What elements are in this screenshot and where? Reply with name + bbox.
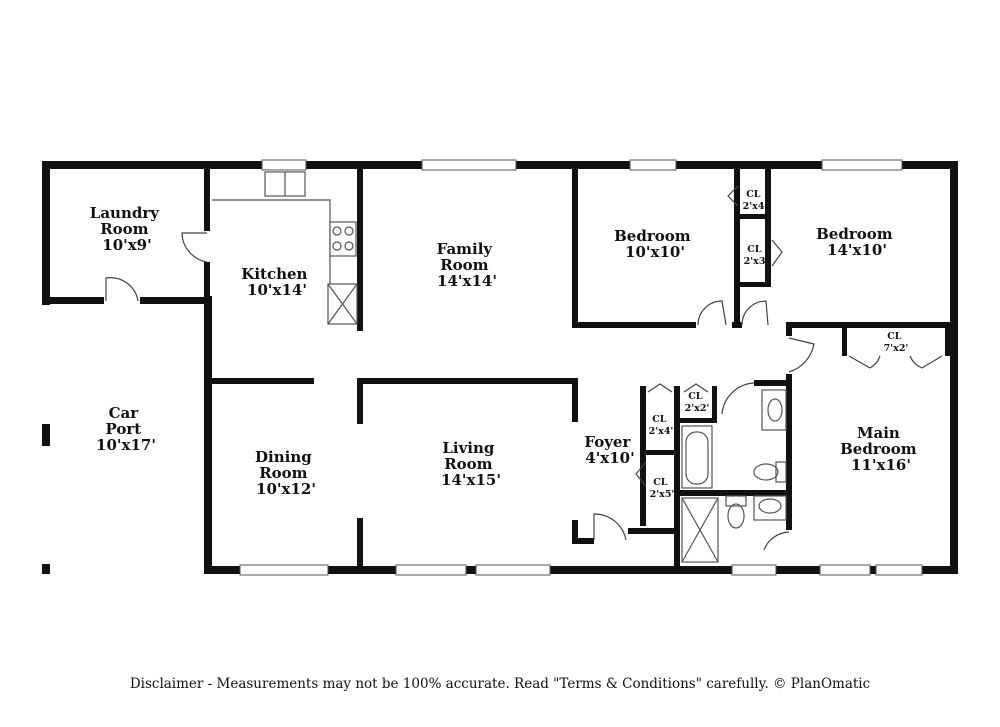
room-kitchen: Kitchen 10'x14' xyxy=(241,265,312,299)
room-foyer: Foyer 4'x10' xyxy=(584,433,635,467)
closet-labels: CL 2'x4' CL 2'x3' CL 7'x2' CL 2'x2' CL 2… xyxy=(649,189,909,500)
room-laundry: Laundry Room 10'x9' xyxy=(90,204,164,254)
toilet-1 xyxy=(753,461,787,483)
closet-label: CL 7'x2' xyxy=(884,331,909,354)
room-carport: Car Port 10'x17' xyxy=(96,404,156,454)
toilet-2 xyxy=(725,495,747,529)
bathtub xyxy=(681,425,713,489)
closet-label: CL 2'x3' xyxy=(744,244,769,267)
interior-walls xyxy=(204,169,958,574)
closet-label: CL 2'x4' xyxy=(649,414,674,437)
room-main-bedroom: Main Bedroom 11'x16' xyxy=(840,424,922,474)
exterior-walls xyxy=(42,161,958,574)
closet-label: CL 2'x4' xyxy=(743,189,768,212)
disclaimer-text: Disclaimer - Measurements may not be 100… xyxy=(129,676,871,692)
room-labels: Laundry Room 10'x9' Kitchen 10'x14' Fami… xyxy=(90,204,922,498)
kitchen-counter xyxy=(212,171,358,325)
room-family: Family Room 14'x14' xyxy=(437,240,498,290)
room-bedroom-2: Bedroom 14'x10' xyxy=(816,225,898,259)
vanity-sink-1 xyxy=(761,389,787,431)
doors xyxy=(105,185,943,551)
closet-label: CL 2'x2' xyxy=(685,391,710,414)
room-bedroom-1: Bedroom 10'x10' xyxy=(614,227,696,261)
vanity-sink-2 xyxy=(753,495,787,521)
windows xyxy=(239,159,923,576)
shower xyxy=(681,497,719,563)
closet-label: CL 2'x5' xyxy=(650,477,675,500)
fixtures xyxy=(212,171,787,563)
room-dining: Dining Room 10'x12' xyxy=(255,448,317,498)
room-living: Living Room 14'x15' xyxy=(441,439,501,489)
